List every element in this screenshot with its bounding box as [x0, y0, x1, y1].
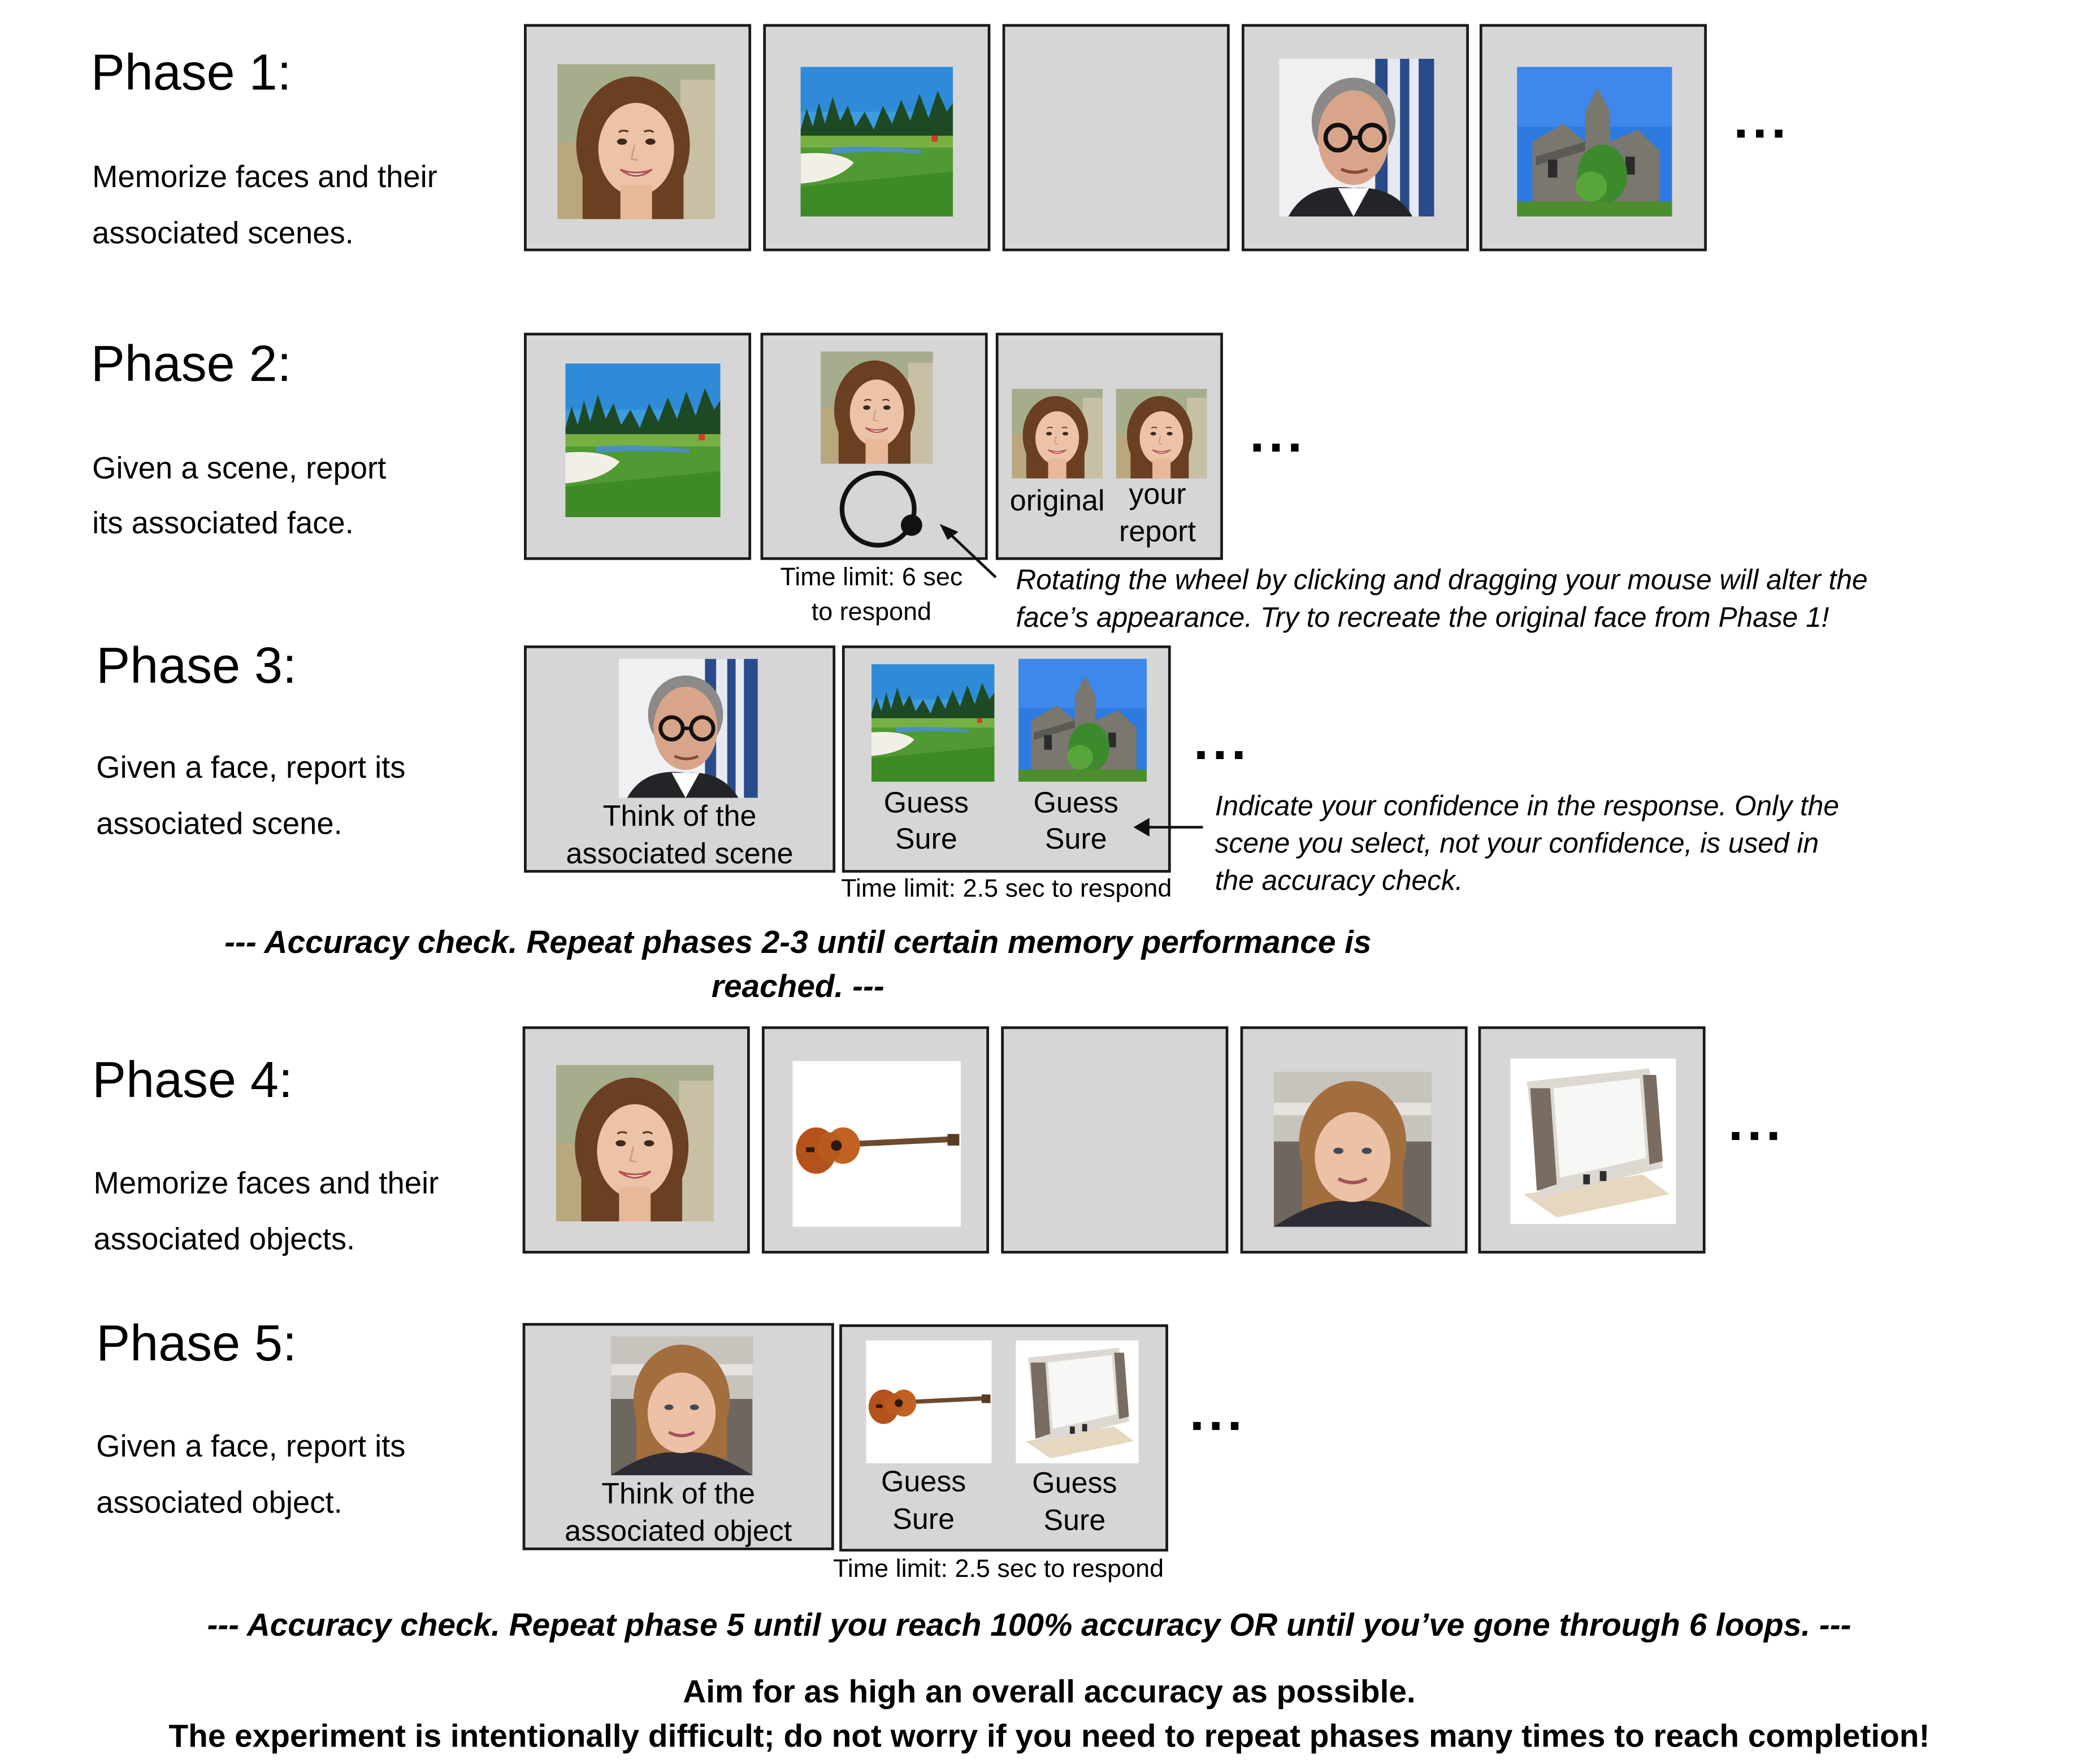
phase2-note-line2: face’s appearance. Try to recreate the o…: [1016, 603, 1829, 634]
phase3-note-line3: the accuracy check.: [1215, 866, 1463, 897]
phase4-frame-object2: [1478, 1026, 1706, 1254]
report-face-image: [1116, 389, 1207, 479]
phase3-ellipsis: ...: [1193, 712, 1250, 772]
phase4-frame-face2: [1240, 1026, 1468, 1254]
blonde-face-image: [611, 1336, 753, 1475]
phase2-desc-line2: its associated face.: [92, 505, 354, 540]
accuracy-check-1-line2: reached. ---: [711, 969, 884, 1005]
phase2-time-line2: to respond: [811, 599, 932, 627]
phase2-desc-line1: Given a scene, report: [92, 450, 387, 486]
man-face-image: [1279, 59, 1434, 216]
phase3-frame-choice: [842, 645, 1171, 873]
phase2-time-line1: Time limit: 6 sec: [780, 564, 963, 592]
blonde-face-image: [1274, 1072, 1432, 1226]
phase2-title: Phase 2:: [90, 336, 292, 393]
footer-line1: Aim for as high an overall accuracy as p…: [683, 1674, 1416, 1711]
phase5-time: Time limit: 2.5 sec to respond: [832, 1555, 1164, 1584]
phase5-frame-choice: [839, 1324, 1168, 1552]
device-image: [1510, 1058, 1676, 1224]
object-option-guitar[interactable]: [866, 1340, 991, 1463]
woman-face-image: [556, 1065, 714, 1222]
man-face-image: [619, 659, 758, 798]
phase1-ellipsis: ...: [1733, 90, 1790, 150]
phase5-sure-left[interactable]: Sure: [892, 1502, 955, 1536]
phase3-prompt-line1: Think of the: [602, 799, 757, 833]
phase3-desc-line1: Given a face, report its: [96, 749, 406, 785]
phase3-note-line1: Indicate your confidence in the response…: [1215, 791, 1839, 822]
phase3-frame-cue: [524, 645, 836, 873]
phase2-frame-scene: [524, 332, 752, 560]
phase3-guess-left[interactable]: Guess: [883, 786, 969, 820]
woman-face-image: [557, 64, 716, 219]
golf-scene-image: [800, 67, 953, 217]
phase3-guess-right[interactable]: Guess: [1033, 786, 1118, 820]
phase4-frame-object: [761, 1026, 990, 1254]
phase1-frame-face2: [1241, 24, 1469, 252]
accuracy-check-2: --- Accuracy check. Repeat phase 5 until…: [207, 1607, 1851, 1644]
phase3-sure-left[interactable]: Sure: [895, 822, 957, 856]
phase1-frame-blank: [1002, 24, 1230, 252]
phase5-frame-cue: [522, 1323, 834, 1550]
phase1-frame-scene: [763, 24, 991, 252]
scene-option-golf[interactable]: [871, 664, 995, 782]
phase5-title: Phase 5:: [96, 1316, 297, 1373]
original-face-image: [1012, 389, 1103, 479]
arrow-to-confidence-icon: [1133, 818, 1203, 837]
phase5-desc-line1: Given a face, report its: [96, 1428, 406, 1464]
phase4-ellipsis: ...: [1728, 1093, 1785, 1152]
phase5-prompt-line1: Think of the: [601, 1476, 756, 1510]
phase4-frame-blank: [1001, 1026, 1229, 1254]
label-your: your: [1129, 477, 1186, 511]
phase5-guess-left[interactable]: Guess: [881, 1464, 966, 1498]
phase2-frame-compare: [995, 332, 1223, 560]
label-original: original: [1009, 483, 1105, 518]
woman-face-image: [821, 351, 933, 464]
scene-option-church[interactable]: [1018, 658, 1147, 782]
phase4-title: Phase 4:: [92, 1053, 293, 1109]
phase5-prompt-line2: associated object: [565, 1514, 792, 1548]
footer-line2: The experiment is intentionally difficul…: [168, 1718, 1930, 1755]
phase3-note-line2: scene you select, not your confidence, i…: [1215, 828, 1819, 860]
phase5-desc-line2: associated object.: [96, 1484, 342, 1520]
phase2-frame-wheel: [760, 332, 988, 560]
church-scene-image: [1517, 67, 1672, 217]
rotation-wheel[interactable]: [832, 463, 934, 557]
label-report: report: [1119, 514, 1196, 548]
guitar-image: [792, 1061, 961, 1226]
phase3-prompt-line2: associated scene: [566, 837, 793, 870]
phase1-desc-line2: associated scenes.: [92, 215, 354, 250]
phase4-desc-line1: Memorize faces and their: [93, 1165, 439, 1200]
phase5-ellipsis: ...: [1189, 1383, 1246, 1442]
phase5-sure-right[interactable]: Sure: [1043, 1503, 1106, 1537]
phase3-title: Phase 3:: [96, 639, 297, 695]
phase4-desc-line2: associated objects.: [93, 1221, 355, 1256]
arrow-to-wheel-icon: [939, 523, 997, 579]
object-option-device[interactable]: [1016, 1340, 1139, 1464]
phase2-note-line1: Rotating the wheel by clicking and dragg…: [1016, 565, 1868, 596]
phase2-ellipsis: ...: [1250, 405, 1307, 464]
phase1-frame-scene2: [1479, 24, 1707, 252]
accuracy-check-1-line1: --- Accuracy check. Repeat phases 2-3 un…: [224, 925, 1372, 961]
phase1-frame-face: [524, 24, 752, 252]
phase5-guess-right[interactable]: Guess: [1032, 1466, 1117, 1499]
phase1-desc-line1: Memorize faces and their: [92, 159, 437, 194]
wheel-handle[interactable]: [900, 514, 922, 536]
phase4-frame-face: [522, 1026, 750, 1254]
golf-scene-image: [565, 363, 721, 518]
phase1-title: Phase 1:: [90, 45, 292, 102]
phase3-desc-line2: associated scene.: [96, 805, 342, 841]
phase3-time: Time limit: 2.5 sec to respond: [841, 875, 1172, 904]
phase3-sure-right[interactable]: Sure: [1044, 822, 1107, 856]
